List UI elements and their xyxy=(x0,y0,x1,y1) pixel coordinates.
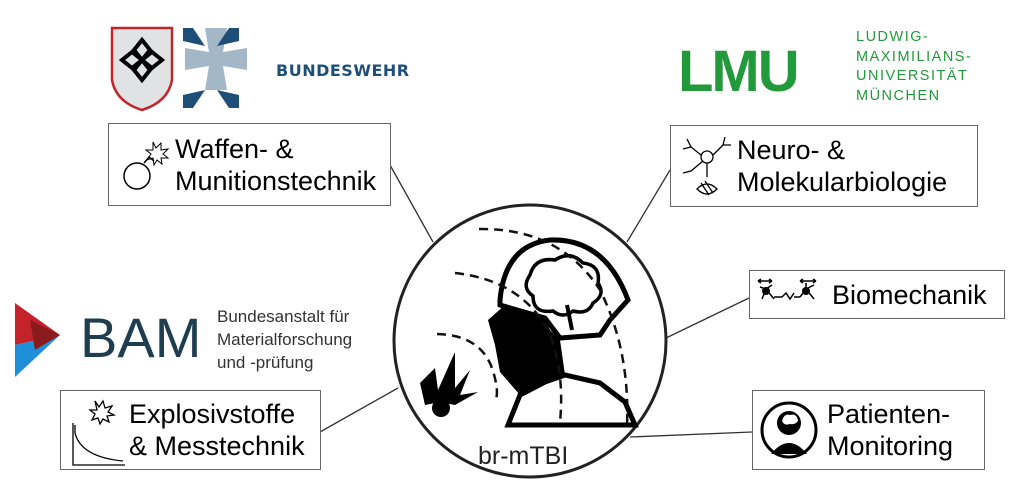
connector-neuro xyxy=(626,169,671,243)
connector-biomechanik xyxy=(665,297,750,339)
patient-monitoring-icon xyxy=(760,401,818,459)
box-biomechanik: Biomechanik xyxy=(749,270,1005,319)
center-label: br-mTBI xyxy=(478,442,569,470)
blast-wave-lines xyxy=(436,227,629,426)
box-explosiv-label: Explosivstoffe & Messtechnik xyxy=(129,399,305,461)
box-biomechanik-label: Biomechanik xyxy=(832,279,987,310)
box-waffen-label: Waffen- & Munitionstechnik xyxy=(175,133,377,196)
connector-explosiv xyxy=(319,387,399,433)
box-explosiv: Explosivstoffe & Messtechnik xyxy=(60,390,321,470)
connector-waffen xyxy=(389,164,434,243)
bomb-icon xyxy=(123,141,170,190)
box-neuro-label: Neuro- & Molekularbiologie xyxy=(737,135,948,197)
neuron-icon xyxy=(682,136,731,196)
explosion-icon xyxy=(420,352,478,417)
lmu-logo-mark: LMU xyxy=(678,39,800,104)
box-patienten: Patienten- Monitoring xyxy=(752,390,985,470)
bam-logo-mark: BAM xyxy=(80,306,202,369)
connector-patienten xyxy=(629,431,753,438)
box-patienten-label: Patienten- Monitoring xyxy=(827,399,954,461)
bam-logo-text: Bundesanstalt für Materialforschung und … xyxy=(217,307,353,372)
pressure-curve-icon xyxy=(72,399,125,466)
neuron-stretch-icon xyxy=(757,278,817,301)
bundeswehr-logo-text: BUNDESWEHR xyxy=(276,61,410,80)
box-neuro: Neuro- & Molekularbiologie xyxy=(670,125,978,207)
box-waffen: Waffen- & Munitionstechnik xyxy=(108,123,391,206)
lmu-logo-text: LUDWIG- MAXIMILIANS- UNIVERSITÄT MÜNCHEN xyxy=(856,29,973,104)
soldier-brain-icon xyxy=(488,237,639,428)
